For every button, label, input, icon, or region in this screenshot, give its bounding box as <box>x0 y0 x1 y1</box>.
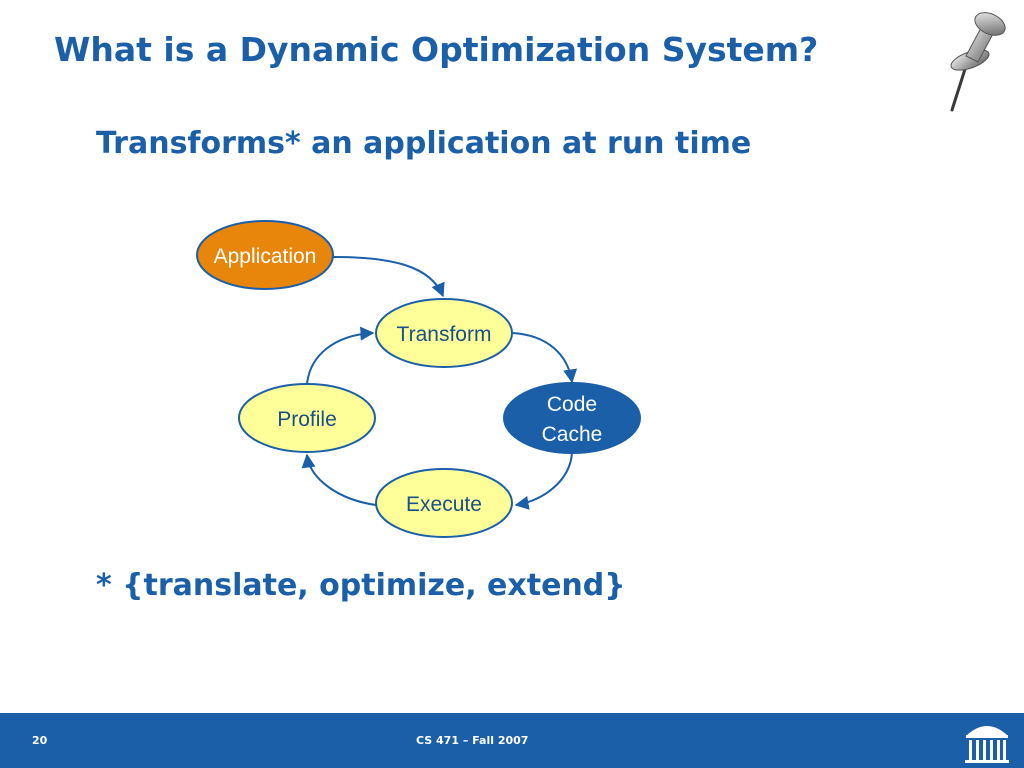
node-application-label: Application <box>214 245 317 268</box>
arrow-application-to-transform <box>332 256 445 298</box>
pushpin-icon <box>950 12 1006 112</box>
slide-footnote: * {translate, optimize, extend} <box>96 568 626 603</box>
node-profile-label: Profile <box>277 408 337 431</box>
slide-footer: 20 CS 471 – Fall 2007 <box>0 713 1024 768</box>
node-application: Application <box>196 220 334 290</box>
slide-title: What is a Dynamic Optimization System? <box>54 30 819 69</box>
course-label: CS 471 – Fall 2007 <box>416 734 529 747</box>
arrow-code-cache-to-execute <box>514 452 573 510</box>
arrow-transform-to-code-cache <box>511 332 578 384</box>
page-number: 20 <box>32 734 48 747</box>
arrow-profile-to-transform <box>306 326 375 385</box>
node-execute: Execute <box>375 468 513 538</box>
node-transform-label: Transform <box>397 323 492 346</box>
node-code-cache-label-line1: Code <box>547 393 597 416</box>
node-profile: Profile <box>238 383 376 453</box>
node-transform: Transform <box>375 298 513 368</box>
rotunda-logo-icon <box>965 726 1009 763</box>
node-code-cache-label-line2: Cache <box>542 423 603 446</box>
node-execute-label: Execute <box>406 493 482 516</box>
node-code-cache: Code Cache <box>503 382 641 454</box>
arrow-execute-to-profile <box>301 453 377 506</box>
slide-subtitle: Transforms* an application at run time <box>96 126 752 161</box>
